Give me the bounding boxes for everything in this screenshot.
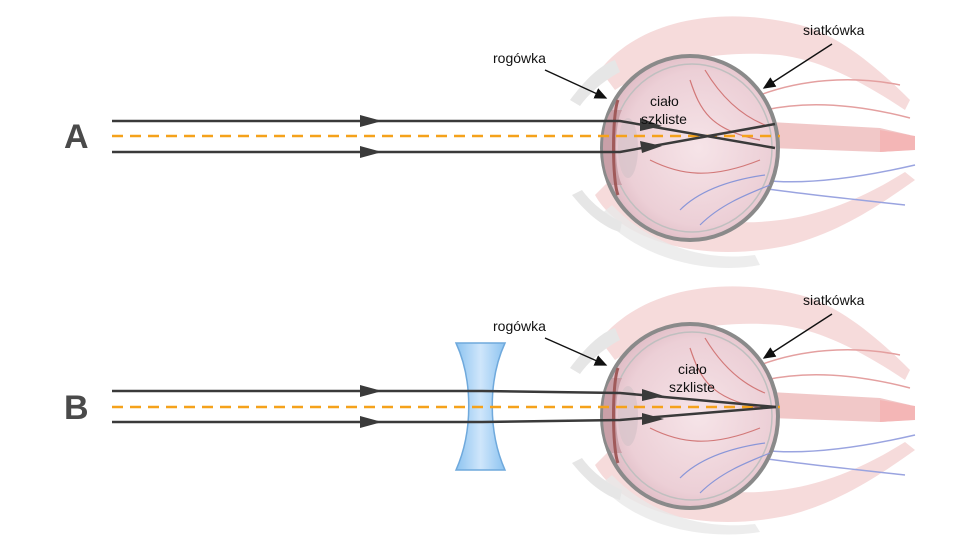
optic-nerve-a bbox=[770, 122, 910, 152]
ray-bottom-a bbox=[112, 122, 776, 154]
retina-label-a: siatkówka bbox=[803, 22, 865, 38]
optic-nerve-tip-b bbox=[880, 400, 915, 422]
eyeball-a bbox=[600, 54, 780, 242]
lens-inner-b bbox=[618, 386, 638, 446]
retina-vessel-blue-a bbox=[679, 174, 771, 226]
retina-pointer-b bbox=[762, 313, 833, 359]
ray-arrow-bottom-a bbox=[360, 146, 382, 158]
panel-b: B rogówka siatkówka ciało szkliste bbox=[64, 286, 916, 535]
ray-top-b bbox=[112, 389, 777, 409]
vessel-red-a-1 bbox=[759, 79, 901, 96]
ray-arrow-inner-bottom-b bbox=[642, 413, 664, 425]
cornea-pointer-b bbox=[544, 337, 608, 366]
vitreous-label-a-line1: ciało bbox=[650, 93, 679, 109]
ray-arrow-inner-bottom-a bbox=[640, 141, 662, 153]
ray-arrow-inner-top-a bbox=[640, 118, 662, 131]
ray-top-a bbox=[112, 119, 776, 150]
vessel-red-a-2 bbox=[764, 103, 911, 119]
cornea-label-b: rogówka bbox=[493, 318, 546, 334]
retina-vessel-blue-b bbox=[679, 442, 771, 494]
eye-muscle-top-b bbox=[600, 286, 910, 380]
vessel-blue-b-2 bbox=[759, 457, 906, 476]
eye-muscle-lower-a bbox=[600, 205, 760, 268]
eyelid-bottom-a bbox=[572, 190, 622, 232]
vessel-blue-a-1 bbox=[759, 164, 916, 183]
panel-a: A rogówka siatkówka ciało szkliste bbox=[64, 16, 916, 268]
retina-label-b: siatkówka bbox=[803, 292, 865, 308]
eyelid-top-b bbox=[570, 328, 620, 374]
vitreous-label-b-line1: ciało bbox=[678, 361, 707, 377]
ray-arrow-top-a bbox=[360, 115, 382, 127]
eye-muscle-lower-b bbox=[600, 475, 760, 535]
panel-letter-b: B bbox=[64, 389, 89, 427]
lens-inner-a bbox=[618, 118, 638, 178]
eyeball-b bbox=[600, 322, 780, 510]
optic-nerve-b bbox=[770, 392, 910, 422]
ray-arrow-inner-top-b bbox=[642, 389, 664, 401]
ray-bottom-b bbox=[112, 405, 777, 424]
eye-b bbox=[570, 286, 916, 535]
iris-b bbox=[612, 367, 620, 464]
light-rays-a bbox=[112, 115, 776, 158]
eyelid-bottom-b bbox=[572, 458, 622, 500]
eye-a bbox=[570, 16, 916, 268]
vessel-red-b-1 bbox=[759, 349, 901, 366]
vessel-red-b-2 bbox=[764, 373, 911, 389]
vitreous-label-b-line2: szkliste bbox=[669, 379, 715, 395]
eyelid-top-a bbox=[570, 60, 620, 106]
ray-arrow-top-b bbox=[360, 385, 382, 397]
light-rays-b bbox=[112, 385, 777, 428]
vessel-blue-a-2 bbox=[759, 187, 906, 206]
cornea-label-a: rogówka bbox=[493, 50, 546, 66]
optic-nerve-tip-a bbox=[880, 130, 915, 152]
eye-muscle-top-a bbox=[600, 16, 910, 110]
ray-arrow-bottom-b bbox=[360, 416, 382, 428]
iris-a bbox=[612, 99, 620, 196]
panel-letter-a: A bbox=[64, 118, 89, 156]
vessel-blue-b-1 bbox=[759, 434, 916, 453]
cornea-pointer-a bbox=[544, 69, 608, 99]
retina-pointer-a bbox=[762, 43, 833, 89]
vitreous-label-a-line2: szkliste bbox=[641, 111, 687, 127]
